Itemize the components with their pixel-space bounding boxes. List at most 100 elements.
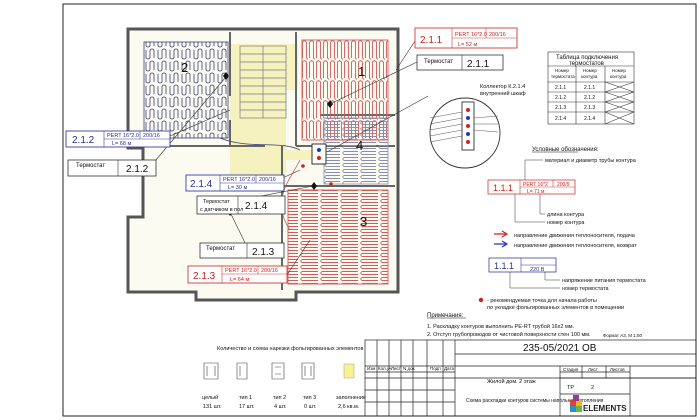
thermostat-id: 2.1.2 (126, 164, 149, 175)
legend-therm-number: номер термостата (562, 286, 610, 292)
table-cell: 2.1.4 (555, 116, 566, 122)
element-count: 2,6 кв.м. (338, 404, 360, 410)
circuit-tag-2-1-4: 2.1.4 PERT 16*2.0 200/16 L= 30 м (185, 174, 285, 192)
thermostat-tag-2-1-3: Термостат 2.1.3 (199, 242, 285, 259)
stamp-object: Жилой дом. 2 этаж (487, 378, 536, 385)
document-code: 235-05/2021 ОВ (523, 343, 597, 354)
table-headers: Номер термостата Номер контура Номер кон… (551, 68, 627, 79)
legend-number: номер контура (547, 220, 585, 226)
staircase (239, 45, 287, 119)
thermostat-label: с датчиком в пол (200, 207, 243, 213)
element-name: тип 3 (303, 395, 316, 401)
table-header: термостата (551, 74, 575, 79)
elements-title: Количество и схема нарезки фольгированны… (217, 346, 363, 352)
connection-table (547, 51, 635, 125)
legend: Условные обозначения: материал и диаметр… (478, 147, 647, 311)
legend-dot-text: по укладке фольгированных элементов в по… (487, 305, 624, 311)
manifold (311, 143, 327, 165)
circuit-tag-2-1-3: 2.1.3 PERT 16*2.0 200/16 L= 64 м (187, 265, 288, 284)
stamp-col: Дата (444, 366, 454, 371)
circuit-length: L= 68 м (112, 141, 131, 147)
stamp-stage: ТР (567, 385, 574, 391)
table-header: Номер (555, 68, 569, 73)
stamp-sheets-header: Листов (610, 367, 625, 372)
legend-therm-val: 220 В (530, 267, 545, 273)
room-number-3: 3 (360, 214, 367, 229)
legend-return: направление движения теплоносителя, возв… (514, 243, 637, 249)
manifold-valve (317, 156, 321, 160)
circuit-pipe: PERT 16*2.0 (225, 268, 257, 274)
thermostat-label: Термостат (424, 59, 453, 65)
element-count: 131 шт. (203, 404, 222, 410)
element-name: тип 2 (273, 395, 286, 401)
circuit-pipe: PERT 16*2.0 (223, 177, 255, 183)
room-number-1: 1 (358, 64, 365, 79)
element-count: 17 шт. (239, 404, 255, 410)
legend-title: Условные обозначения: (532, 147, 599, 153)
stamp-sheet: 2 (591, 385, 594, 391)
legend-sample-pipe: PERT 16*2 (523, 182, 548, 188)
table-header: Номер (612, 68, 626, 73)
legend-therm-power: напряжение питания термостата (562, 278, 647, 284)
circuit-dim: 200/16 (259, 177, 276, 183)
stamp-col: Кол.уч (378, 366, 392, 371)
table-cell: 2.1.2 (555, 95, 566, 101)
table-title: Таблица подключения (556, 55, 618, 61)
thermostat-id: 2.1.1 (467, 59, 490, 70)
thermostat-tag-2-1-4: Термостат с датчиком в пол 2.1.4 (196, 195, 286, 215)
collector-detail: Коллектор К.2.1.4 внутренний шкаф (429, 84, 526, 169)
notes: Примечания: 1. Раскладку контуров выполн… (427, 313, 642, 338)
room-number-2: 2 (181, 60, 188, 75)
notes-title: Примечания: (427, 313, 464, 319)
collector-label: внутренний шкаф (480, 90, 526, 97)
stamp-col: Лист (391, 366, 401, 371)
start-point-dot-icon (478, 297, 484, 303)
thermostat-tag-2-1-2: Термостат 2.1.2 (67, 159, 157, 177)
circuit-id: 2.1.1 (420, 35, 443, 46)
table-header: Номер (583, 68, 597, 73)
legend-sample-dim: 200/9 (557, 182, 570, 188)
table-cell: 2.1.1 (584, 85, 595, 91)
table-cell: 2.1.4 (584, 116, 595, 122)
circuit-id: 2.1.2 (72, 135, 95, 146)
circuit-tag-2-1-1: 2.1.1 PERT 16*2.0 200/16 L= 52 м (414, 27, 518, 49)
stamp-sheet-header: Лист (588, 367, 598, 372)
table-cell: 2.1.3 (584, 105, 595, 111)
element-name: заполнение (336, 395, 366, 401)
circuit-pipe: PERT 16*2.0 (455, 32, 487, 38)
manifold-valve (317, 148, 321, 152)
stamp-col: Подп (430, 366, 441, 371)
circuit-length: L= 30 м (228, 185, 247, 191)
stamp-col: N док (403, 366, 415, 371)
note-1: 1. Раскладку контуров выполнить PE-RT тр… (427, 323, 575, 330)
stamp-drawing-title: Схема раскладки контуров системы напольн… (466, 398, 604, 404)
corridor-zone (230, 44, 312, 186)
thermostat-marker (311, 182, 317, 190)
circuit-length: L= 52 м (458, 42, 477, 48)
legend-sample-len: L= 71 м (527, 189, 545, 195)
table-header: контура (581, 74, 598, 79)
circuit-pipe: PERT 16*2.0 (107, 133, 139, 139)
thermostat-marker (223, 72, 229, 80)
room3-circuit (287, 189, 389, 285)
floor-plan: 1 2 3 4 (126, 27, 400, 302)
thermostat-label: Термостат (76, 163, 105, 169)
stamp-stage-header: Стадия (563, 367, 579, 372)
return-arrow-icon (494, 240, 509, 248)
circuit-length: L= 64 м (230, 277, 249, 283)
room4-circuit (323, 117, 389, 185)
table-cell: 2.1.1 (555, 85, 566, 91)
legend-therm-id: 1.1.1 (494, 261, 514, 271)
table-cell: 2.1.2 (584, 95, 595, 101)
element-name: тип 1 (239, 395, 252, 401)
legend-sample-id: 1.1.1 (493, 183, 513, 193)
fill-swatch (343, 363, 355, 379)
title-block (364, 339, 697, 417)
circuit-tag-2-1-2: 2.1.2 PERT 16*2.0 200/16 L= 68 м (65, 130, 171, 148)
thermostat-id: 2.1.3 (252, 247, 275, 258)
legend-dot-text: - рекомендуемая точка для начала работы (487, 298, 597, 304)
company-logo: ELEMENTS (570, 395, 627, 413)
table-cell: 2.1.3 (555, 105, 566, 111)
legend-length: длина контура (547, 212, 585, 218)
